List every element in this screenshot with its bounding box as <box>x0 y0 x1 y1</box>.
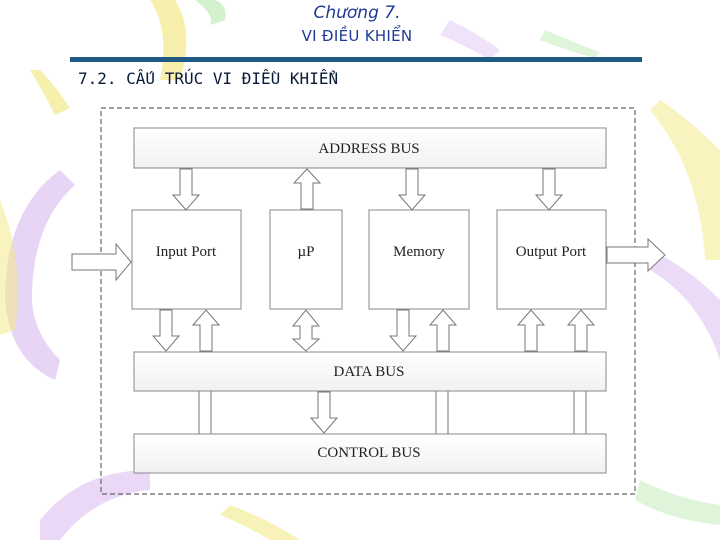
arrow-up-databus-bidirectional <box>291 309 321 352</box>
memory-block <box>368 209 470 310</box>
bus-connectors <box>198 390 587 435</box>
arrow-databus-to-controlbus <box>309 391 339 434</box>
decor-swoosh-yellow <box>650 100 720 260</box>
control-bus-label: CONTROL BUS <box>317 445 420 461</box>
memory-label: Memory <box>393 244 445 260</box>
address-bus-label: ADDRESS BUS <box>318 141 419 157</box>
decor-swoosh-green <box>635 480 720 525</box>
output-port-block <box>496 209 607 310</box>
decor-swoosh-purple <box>5 170 75 380</box>
arrow-output-to-databus <box>566 309 596 352</box>
arrow-databus-to-output <box>516 309 546 352</box>
input-port-block <box>131 209 242 310</box>
input-port-label: Input Port <box>156 244 217 260</box>
decor-swoosh-yellow <box>30 70 70 115</box>
microprocessor-block <box>269 209 343 310</box>
data-bus-label: DATA BUS <box>334 364 405 380</box>
control-bus <box>133 433 607 474</box>
decor-swoosh-yellow <box>220 505 300 540</box>
arrow-input-to-databus <box>151 309 181 352</box>
chapter-number: Chương 7. <box>313 3 401 23</box>
arrow-memory-to-databus <box>388 309 418 352</box>
output-port-label: Output Port <box>516 244 587 260</box>
decor-swoosh-yellow <box>0 200 18 335</box>
arrow-databus-to-memory <box>428 309 458 352</box>
section-title: 7.2. CẤU TRÚC VI ĐIỀU KHIỂN <box>78 69 339 88</box>
arrow-address-to-input <box>171 168 201 211</box>
microprocessor-label: µP <box>298 244 315 260</box>
arrow-external-output <box>606 237 666 273</box>
chapter-title: VI ĐIỀU KHIỂN <box>301 27 413 45</box>
chip-boundary <box>100 107 636 495</box>
arrow-up-addressbus-from-up <box>292 168 322 210</box>
decor-swoosh-green <box>195 0 226 25</box>
address-bus <box>133 127 607 169</box>
decor-swoosh-purple <box>40 470 150 540</box>
title-divider <box>70 57 642 62</box>
arrow-address-to-memory <box>397 168 427 211</box>
arrow-address-to-output <box>534 168 564 211</box>
data-bus <box>133 351 607 392</box>
decor-swoosh-purple <box>440 20 500 60</box>
arrow-external-input <box>71 242 132 282</box>
decor-swoosh-purple <box>650 255 720 360</box>
decor-swoosh-green <box>540 30 600 58</box>
arrow-databus-to-input <box>191 309 221 352</box>
